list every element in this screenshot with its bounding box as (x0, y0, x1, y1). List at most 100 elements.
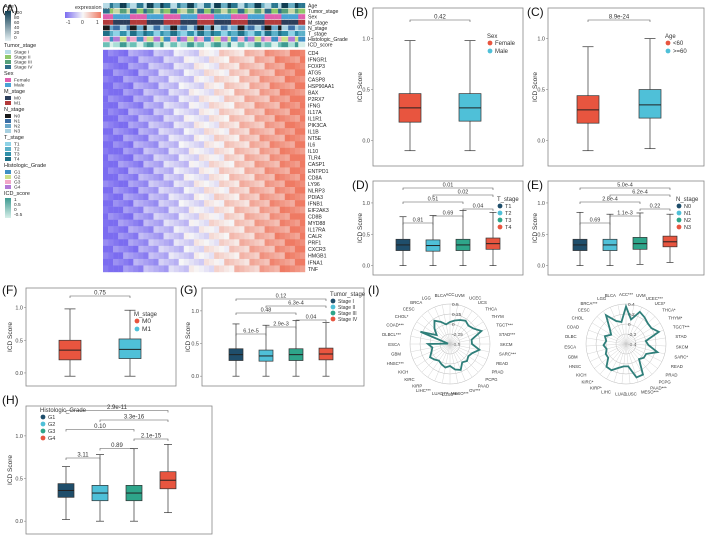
heat-cell (133, 95, 139, 103)
track-cell (183, 31, 188, 36)
heat-cell (108, 102, 114, 109)
track-cell (123, 25, 127, 31)
heat-cell (204, 167, 210, 175)
p-value-label-2: 0.04 (306, 315, 317, 321)
heat-cell (259, 193, 265, 201)
track-cell (247, 3, 252, 8)
heat-cell (138, 95, 144, 103)
track-cell (133, 8, 137, 14)
heat-cell (168, 187, 174, 194)
heat-cell (173, 128, 179, 135)
heat-cell (163, 213, 169, 220)
heat-cell (193, 219, 200, 227)
track-cell (278, 3, 282, 8)
track-cell (217, 36, 222, 42)
heat-cell (229, 187, 235, 194)
heat-cell (118, 239, 124, 247)
heat-cell (178, 121, 184, 129)
heat-cell (163, 115, 169, 122)
heat-cell (269, 128, 275, 135)
heat-cell (133, 226, 139, 233)
heat-cell (173, 258, 179, 266)
heat-cell (198, 167, 205, 175)
heat-cell (148, 180, 154, 188)
heat-cell (153, 75, 159, 83)
heat-cell (138, 121, 144, 129)
heat-cell (113, 121, 119, 129)
track-cell (126, 14, 131, 20)
heat-cell (103, 121, 109, 129)
heat-cell (219, 108, 225, 116)
legend-entry-1: Male (495, 49, 509, 55)
heat-cell (274, 154, 280, 162)
heat-cell (118, 49, 124, 57)
heat-cell (264, 89, 270, 96)
radar-spoke-1-15 (625, 343, 631, 384)
track-cell (210, 14, 215, 20)
heat-cell (244, 62, 250, 70)
track-cell (267, 31, 272, 36)
p-value-label-0: 3.11 (77, 453, 89, 459)
track-cell (153, 14, 158, 20)
heat-cell (128, 128, 134, 135)
heat-cell (178, 69, 184, 77)
track-cell (251, 36, 255, 42)
heat-cell (163, 226, 169, 233)
heat-cell (123, 134, 129, 142)
heat-cell (153, 134, 159, 142)
heat-cell (143, 134, 149, 142)
heat-cell (239, 134, 245, 142)
track-cell (241, 3, 245, 8)
track-cell (197, 36, 201, 42)
heat-cell (143, 49, 149, 57)
heat-cell (148, 187, 154, 194)
heat-cell (193, 193, 200, 201)
heat-cell (264, 121, 270, 129)
heat-cell (274, 134, 280, 142)
radar-axis-label-1-7: STAD (675, 334, 686, 339)
heat-cell (239, 95, 245, 103)
track-cell (254, 31, 259, 36)
radar-axis-label-1-8: SKCM (676, 344, 689, 349)
heat-cell (269, 167, 275, 175)
track-cell (261, 14, 265, 20)
track-cell (298, 31, 302, 36)
heat-cell (254, 147, 260, 155)
heat-cell (289, 232, 296, 240)
heat-cell (239, 206, 245, 214)
track-cell (197, 8, 201, 14)
heat-cell (204, 187, 210, 194)
heat-cell (198, 89, 205, 96)
heat-cell (148, 108, 154, 116)
heat-cell (259, 265, 265, 273)
heat-cell (239, 213, 245, 220)
track-cell (190, 36, 195, 42)
legend-dot-3 (497, 224, 503, 230)
track-cell (274, 25, 279, 31)
heat-cell (168, 160, 174, 168)
heat-cell (148, 128, 154, 135)
heat-cell (138, 226, 144, 233)
heat-cell (299, 134, 306, 142)
track-cell (210, 31, 215, 36)
heat-cell (274, 147, 280, 155)
heat-cell (153, 95, 159, 103)
track-cell (173, 8, 178, 14)
heat-cell (209, 258, 215, 266)
heat-cell (103, 265, 109, 273)
track-cell (119, 36, 124, 42)
heat-cell (148, 115, 154, 122)
heat-cell (239, 141, 245, 149)
row-label-cd8b: CD8B (308, 215, 322, 221)
heat-cell (224, 226, 230, 233)
heat-cell (274, 219, 280, 227)
comparison-bracket-3 (579, 201, 641, 204)
heat-cell (113, 134, 119, 142)
radar-spoke-1-18 (606, 343, 627, 380)
track-cell (153, 19, 158, 25)
heat-cell (279, 82, 285, 90)
track-cell (173, 14, 178, 20)
legend-title-7: ICD_score (4, 191, 30, 197)
heat-cell (143, 128, 149, 135)
track-cell (136, 14, 141, 20)
